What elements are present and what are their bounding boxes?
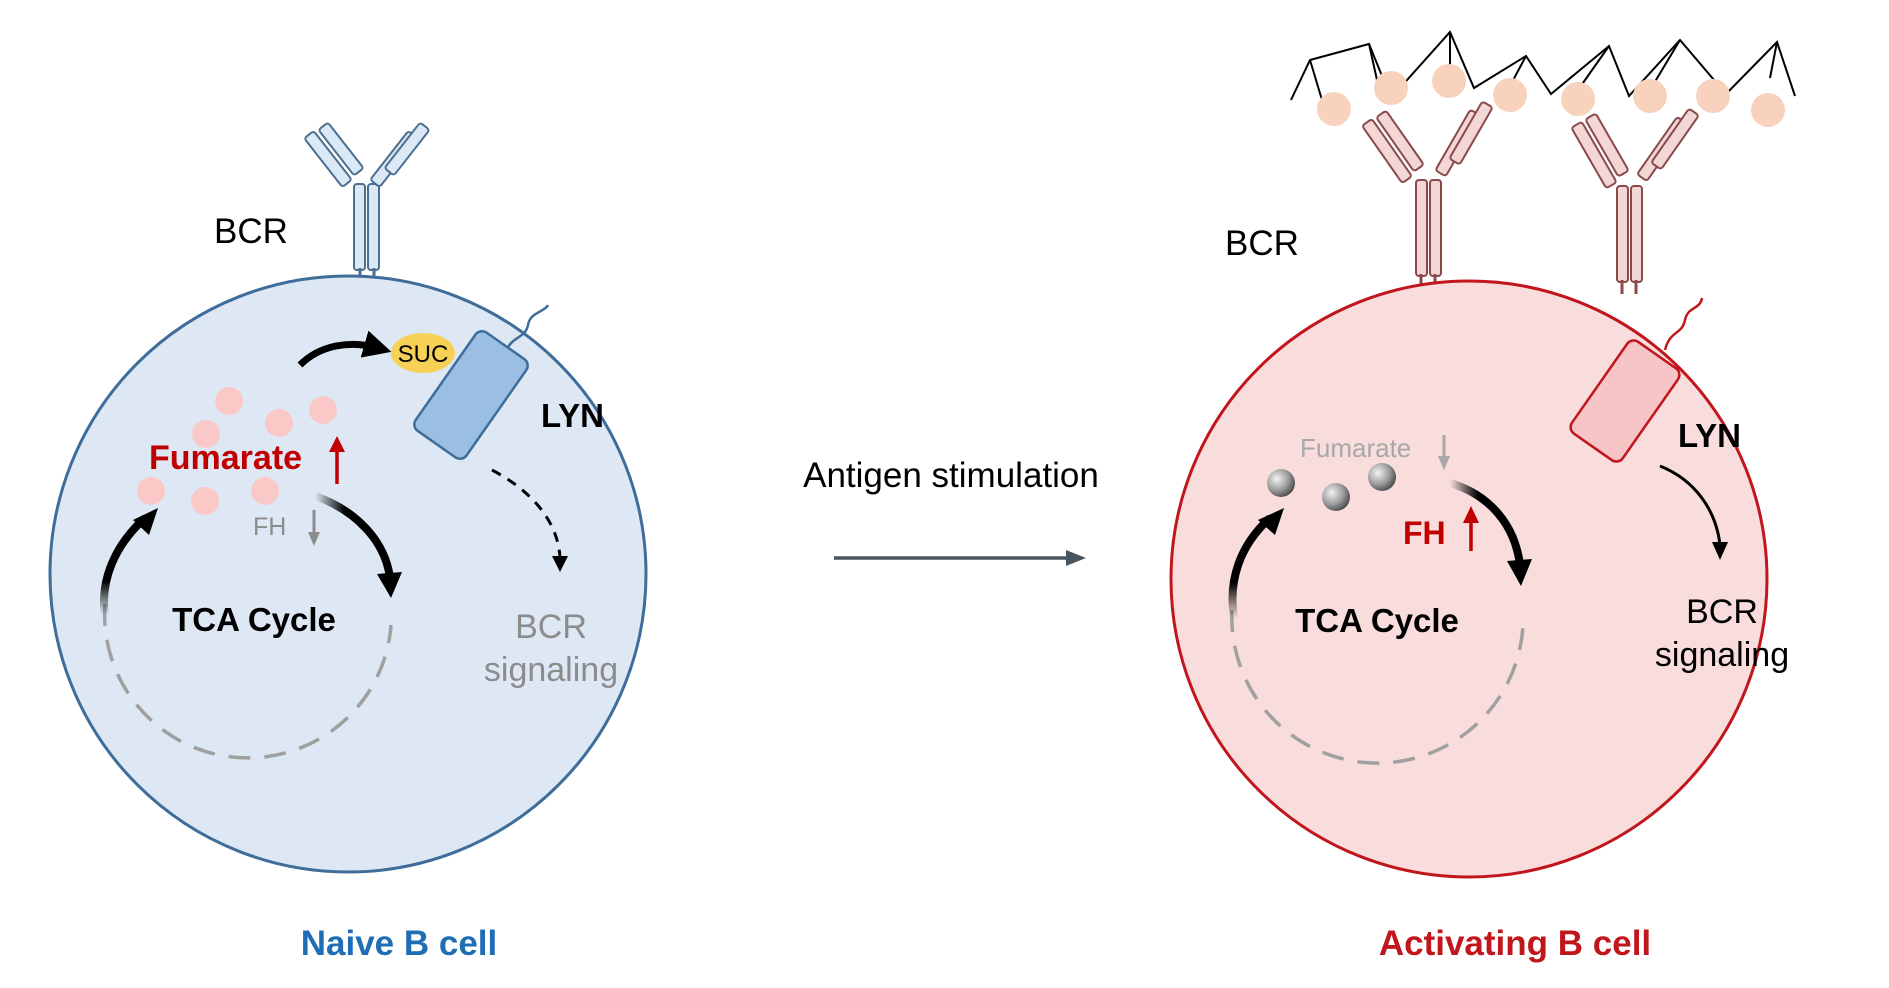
transition-group: Antigen stimulation xyxy=(803,456,1099,566)
naive-tca-label: TCA Cycle xyxy=(172,601,336,638)
naive-signaling-line2: signaling xyxy=(484,651,618,689)
fumarate-down-arrow xyxy=(1438,435,1450,470)
activating-cell-title: Activating B cell xyxy=(1379,924,1651,963)
activating-signaling-line1: BCR xyxy=(1686,593,1758,631)
naive-tca-right-arrow xyxy=(313,492,394,579)
activating-bcr-label: BCR xyxy=(1225,224,1299,263)
activating-bcr-antibody-2 xyxy=(1571,108,1699,294)
naive-tca-dashed-arc xyxy=(102,603,393,760)
activating-signaling-arrowhead xyxy=(1712,542,1728,560)
naive-cell-title: Naive B cell xyxy=(301,924,498,963)
naive-tca-right-arrowhead xyxy=(377,572,402,598)
activating-tca-right-arrow xyxy=(1448,479,1524,566)
naive-cell-membrane xyxy=(48,274,648,874)
activating-fumarate-label: Fumarate xyxy=(1300,433,1411,463)
transition-arrowhead xyxy=(1066,550,1086,566)
activating-tca-dashed-arc xyxy=(1230,609,1525,765)
naive-tca-left-arrowhead xyxy=(133,508,158,535)
fumarate-up-arrow xyxy=(329,436,345,484)
naive-signaling-dashed-arrow xyxy=(491,468,562,559)
suc-blob xyxy=(391,333,455,373)
naive-cell-group: BCR SUC LYN Fumarate FH xyxy=(48,122,648,963)
fh-down-arrow xyxy=(308,510,320,546)
succination-arrow xyxy=(297,330,392,368)
antigen-stimulation-label: Antigen stimulation xyxy=(803,456,1099,495)
naive-lyn-label: LYN xyxy=(541,397,604,434)
activating-tca-right-arrowhead xyxy=(1507,559,1532,586)
activating-fh-label: FH xyxy=(1403,515,1446,551)
naive-signaling-arrowhead xyxy=(552,556,568,572)
naive-fumarate-dots xyxy=(137,387,337,515)
naive-lyn-protein xyxy=(413,329,529,461)
activating-tca-left-arrow xyxy=(1228,515,1273,619)
naive-fumarate-label: Fumarate xyxy=(149,439,302,477)
naive-lyn-tail xyxy=(503,304,550,356)
activating-signaling-arrow xyxy=(1659,464,1722,546)
naive-bcr-antibody xyxy=(304,122,430,282)
activating-tca-label: TCA Cycle xyxy=(1295,602,1459,639)
activating-signaling-line2: signaling xyxy=(1655,636,1789,674)
naive-signaling-line1: BCR xyxy=(515,608,587,646)
fh-up-arrow xyxy=(1463,506,1479,551)
antigen-particles xyxy=(1317,64,1785,127)
naive-bcr-label: BCR xyxy=(214,212,288,251)
activating-tca-left-arrowhead xyxy=(1258,508,1284,535)
activating-cell-group: BCR LYN BCR signaling Fumarate FH xyxy=(1169,30,1796,963)
naive-fh-label: FH xyxy=(253,513,286,541)
activating-lyn-label: LYN xyxy=(1678,417,1741,454)
activating-bcr-antibody-1 xyxy=(1362,101,1493,288)
naive-tca-left-arrow xyxy=(100,515,148,616)
suc-label: SUC xyxy=(398,341,449,368)
activating-lyn-protein xyxy=(1569,339,1681,463)
activating-fumarate-particles xyxy=(1267,463,1396,511)
activating-lyn-tail xyxy=(1663,297,1704,351)
